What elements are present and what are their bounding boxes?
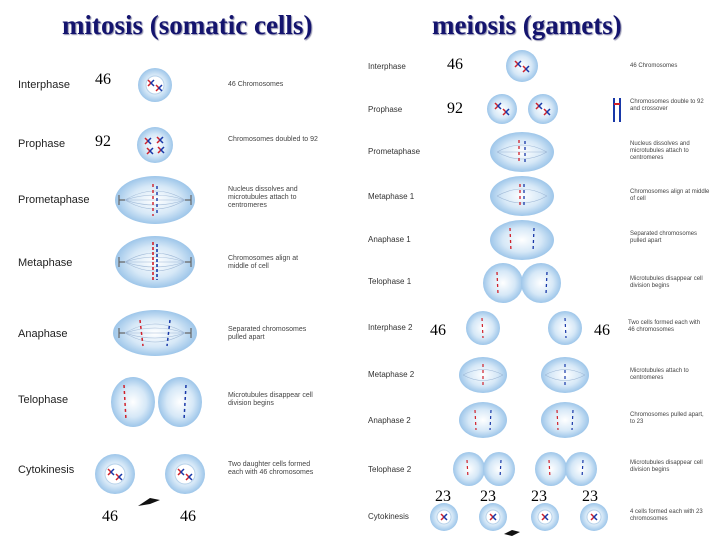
meiosis-stage-anaphase-1: Anaphase 1	[368, 235, 411, 244]
meiosis-cell-metaphase-2	[459, 357, 589, 393]
meiosis-count-telophase-2-b: 23	[480, 488, 496, 505]
meiosis-stage-metaphase-1: Metaphase 1	[368, 192, 415, 201]
meiosis-count-telophase-2-c: 23	[531, 488, 547, 505]
mitosis-cell-cytokinesis	[95, 454, 205, 506]
meiosis-desc-telophase-1: Microtubules disappear cell division beg…	[630, 276, 703, 289]
mitosis-desc-cytokinesis: Two daughter cells formed each with 46 c…	[228, 461, 314, 476]
mitosis-stage-cytokinesis: Cytokinesis	[18, 464, 75, 476]
meiosis-desc-cytokinesis: 4 cells formed each with 23 chromosomes	[630, 509, 703, 522]
mitosis-stage-prophase: Prophase	[18, 138, 66, 150]
mitosis-title: mitosis (somatic cells)	[62, 10, 313, 40]
meiosis-desc-anaphase-2: Chromosomes pulled apart, to 23	[630, 412, 704, 425]
mitosis-count-daughter-left: 46	[102, 508, 118, 525]
meiosis-stage-anaphase-2: Anaphase 2	[368, 416, 411, 425]
mitosis-stage-telophase: Telophase	[18, 394, 69, 406]
mitosis-desc-anaphase: Separated chromosomes pulled apart	[228, 326, 307, 341]
meiosis-desc-metaphase-1: Chromosomes align at middle of cell	[630, 189, 710, 202]
meiosis-count-interphase: 46	[447, 56, 463, 73]
mitosis-cell-telophase	[111, 377, 202, 427]
meiosis-cell-anaphase-1	[490, 220, 554, 260]
mitosis-stage-prometaphase: Prometaphase	[18, 194, 90, 206]
meiosis-cell-anaphase-2	[459, 402, 589, 438]
mitosis-desc-telophase: Microtubules disappear cell division beg…	[228, 392, 313, 407]
mitosis-desc-prophase: Chromosomes doubled to 92	[228, 136, 318, 143]
meiosis-cell-cytokinesis	[430, 503, 608, 536]
mitosis-cell-prophase	[137, 127, 173, 163]
meiosis-desc-interphase-2: Two cells formed each with 46 chromosome…	[628, 320, 701, 333]
mitosis-cell-interphase	[138, 68, 172, 102]
meiosis-cell-interphase	[506, 50, 538, 82]
mitosis-stage-metaphase: Metaphase	[18, 257, 73, 269]
meiosis-stage-interphase-2: Interphase 2	[368, 323, 413, 332]
meiosis-count-telophase-2-d: 23	[582, 488, 598, 505]
mitosis-desc-prometaphase: Nucleus dissolves and microtubules attac…	[228, 186, 298, 209]
meiosis-stage-prometaphase: Prometaphase	[368, 147, 421, 156]
meiosis-desc-anaphase-1: Separated chromosomes pulled apart	[630, 231, 698, 244]
meiosis-cell-telophase-2	[453, 452, 597, 486]
meiosis-stage-interphase: Interphase	[368, 62, 406, 71]
meiosis-cell-interphase-2	[466, 311, 582, 345]
meiosis-cell-metaphase-1	[490, 176, 554, 216]
meiosis-stage-cytokinesis: Cytokinesis	[368, 512, 409, 521]
mitosis-count-daughter-right: 46	[180, 508, 196, 525]
mitosis-count-prophase: 92	[95, 133, 111, 150]
mitosis-desc-metaphase: Chromosomes align at middle of cell	[228, 255, 299, 270]
meiosis-desc-metaphase-2: Microtubules attach to centromeres	[630, 368, 689, 381]
meiosis-title: meiosis (gamets)	[432, 10, 622, 40]
meiosis-cell-prometaphase	[490, 132, 554, 172]
meiosis-stage-telophase-1: Telophase 1	[368, 277, 412, 286]
mitosis-stage-interphase: Interphase	[18, 79, 70, 91]
meiosis-stage-telophase-2: Telophase 2	[368, 465, 412, 474]
meiosis-desc-prometaphase: Nucleus dissolves and microtubules attac…	[630, 141, 690, 161]
meiosis-count-interphase-2-left: 46	[430, 322, 446, 339]
mitosis-cell-prometaphase	[115, 176, 195, 224]
meiosis-cell-prophase	[487, 94, 621, 124]
meiosis-stage-metaphase-2: Metaphase 2	[368, 370, 415, 379]
meiosis-stage-prophase: Prophase	[368, 105, 403, 114]
meiosis-count-prophase: 92	[447, 100, 463, 117]
mitosis-cell-anaphase	[113, 310, 197, 356]
meiosis-count-telophase-2-a: 23	[435, 488, 451, 505]
meiosis-desc-telophase-2: Microtubules disappear cell division beg…	[630, 460, 703, 473]
meiosis-desc-interphase: 46 Chromosomes	[630, 63, 678, 69]
mitosis-desc-interphase: 46 Chromosomes	[228, 81, 284, 88]
meiosis-desc-prophase: Chromosomes double to 92 and crossover	[630, 99, 704, 112]
meiosis-count-interphase-2-right: 46	[594, 322, 610, 339]
mitosis-count-interphase: 46	[95, 71, 111, 88]
meiosis-cell-telophase-1	[483, 263, 561, 303]
mitosis-stage-anaphase: Anaphase	[18, 328, 68, 340]
mitosis-cell-metaphase	[115, 236, 195, 288]
